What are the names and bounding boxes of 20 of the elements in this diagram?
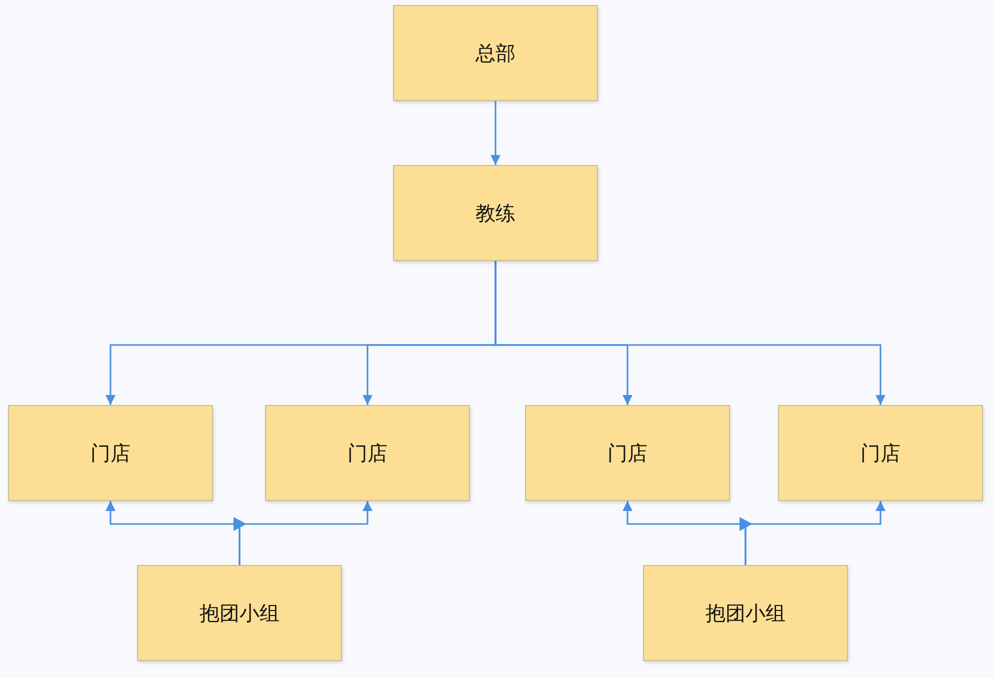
box-label: 抱团小组	[200, 600, 280, 626]
process-box	[8, 405, 213, 501]
process-box	[393, 165, 598, 261]
box-label: 门店	[608, 440, 648, 466]
box-label: 抱团小组	[706, 600, 786, 626]
arrow	[234, 501, 372, 565]
process-box	[265, 405, 470, 501]
process-box	[137, 565, 342, 661]
box-label: 教练	[476, 200, 516, 226]
box-label: 门店	[860, 440, 900, 466]
arrow	[740, 501, 886, 565]
box-label: 总部	[476, 40, 516, 66]
process-box	[778, 405, 983, 501]
process-box	[525, 405, 730, 501]
process-box	[393, 5, 598, 101]
box-label: 门店	[90, 440, 130, 466]
arrow	[490, 101, 500, 165]
box-label: 门店	[348, 440, 388, 466]
process-box	[643, 565, 848, 661]
arrow	[494, 261, 886, 405]
